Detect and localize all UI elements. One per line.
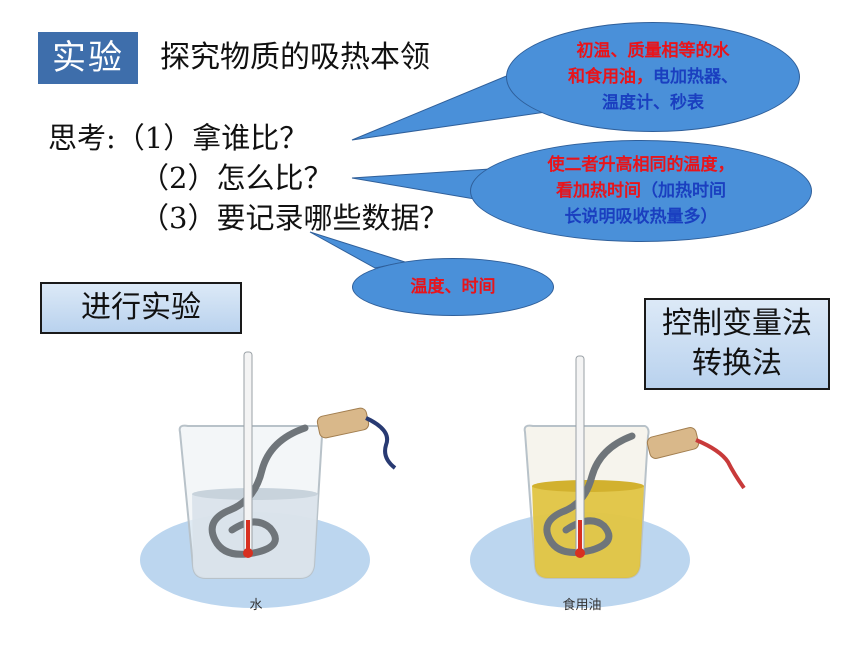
bubble-2-line-2-red: 看加热时间 xyxy=(556,181,641,201)
water-heater-coil xyxy=(208,424,309,558)
bubble-2-line-2-blue: （加热时间 xyxy=(641,181,726,201)
experiment-box: 进行实验 xyxy=(40,282,242,334)
bubble-1-line-2-red: 和食用油， xyxy=(568,67,653,87)
bubble-1-line-3: 温度计、秒表 xyxy=(602,93,704,113)
oil-heater-coil xyxy=(543,432,636,556)
water-beaker-figure xyxy=(140,351,397,608)
oil-heater-cord xyxy=(695,438,746,490)
question-3: （3）要记录哪些数据？ xyxy=(140,201,449,235)
question-prefix: 思考: xyxy=(48,121,116,155)
bubble-2-line-2: 看加热时间（加热时间 xyxy=(556,178,726,204)
oil-caption: 食用油 xyxy=(562,598,602,613)
method-line-2: 转换法 xyxy=(692,346,782,381)
bubble-2-line-3: 长说明吸收热量多） xyxy=(564,207,718,227)
answer-bubble-3: 温度、时间 xyxy=(352,258,554,316)
oil-beaker-figure xyxy=(470,355,746,608)
question-1-text: （1）拿谁比？ xyxy=(115,121,309,155)
answer-bubble-1: 初温、质量相等的水 和食用油，电加热器、 温度计、秒表 xyxy=(506,22,800,132)
water-heater-cord xyxy=(365,416,397,470)
bubble-1-line-2: 和食用油，电加热器、 xyxy=(568,64,738,90)
answer-bubble-2: 使二者升高相同的温度， 看加热时间（加热时间 长说明吸收热量多） xyxy=(470,140,812,242)
water-heater-plug xyxy=(316,407,370,439)
question-1: 思考:（1）拿谁比？ xyxy=(48,118,308,158)
water-caption: 水 xyxy=(249,598,263,613)
bubble-1-line-1: 初温、质量相等的水 xyxy=(576,41,730,61)
oil-heater-plug xyxy=(646,427,700,459)
question-2: （2）怎么比？ xyxy=(140,161,333,195)
oil-liquid xyxy=(532,486,644,578)
bubble-3-text: 温度、时间 xyxy=(410,277,496,297)
water-thermometer-mercury xyxy=(246,520,250,550)
bubble-2-line-1: 使二者升高相同的温度， xyxy=(547,155,735,175)
experiment-tag: 实验 xyxy=(38,32,138,84)
experiment-box-label: 进行实验 xyxy=(81,290,201,325)
bubble-1-line-2-blue: 电加热器、 xyxy=(653,67,738,87)
method-box: 控制变量法 转换法 xyxy=(644,298,830,390)
method-line-1: 控制变量法 xyxy=(662,306,812,341)
oil-thermometer-mercury xyxy=(578,520,582,550)
page-title: 探究物质的吸热本领 xyxy=(160,40,430,75)
